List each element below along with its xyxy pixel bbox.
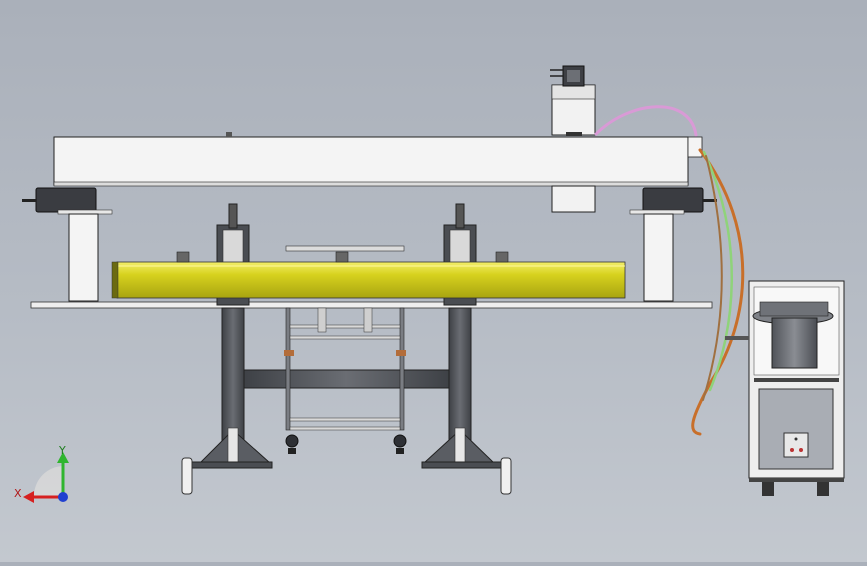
stand-crossbar: [243, 369, 450, 389]
right-side-cylinder: [629, 187, 717, 302]
table-plate: [30, 301, 713, 309]
left-stand: [181, 203, 273, 495]
left-side-cylinder: [22, 187, 113, 302]
cable-bundle: [594, 105, 745, 436]
inner-trolley: [284, 245, 407, 454]
spindle-motor-column: [550, 65, 596, 213]
right-stand: [421, 203, 512, 495]
yellow-workpiece-beam: [111, 251, 626, 299]
y-axis-label: Y: [58, 444, 66, 457]
coordinate-triad: Y X: [14, 444, 69, 503]
x-axis-label: X: [14, 487, 22, 500]
top-gantry-beam: [53, 132, 703, 187]
side-cabinet: [725, 280, 845, 496]
